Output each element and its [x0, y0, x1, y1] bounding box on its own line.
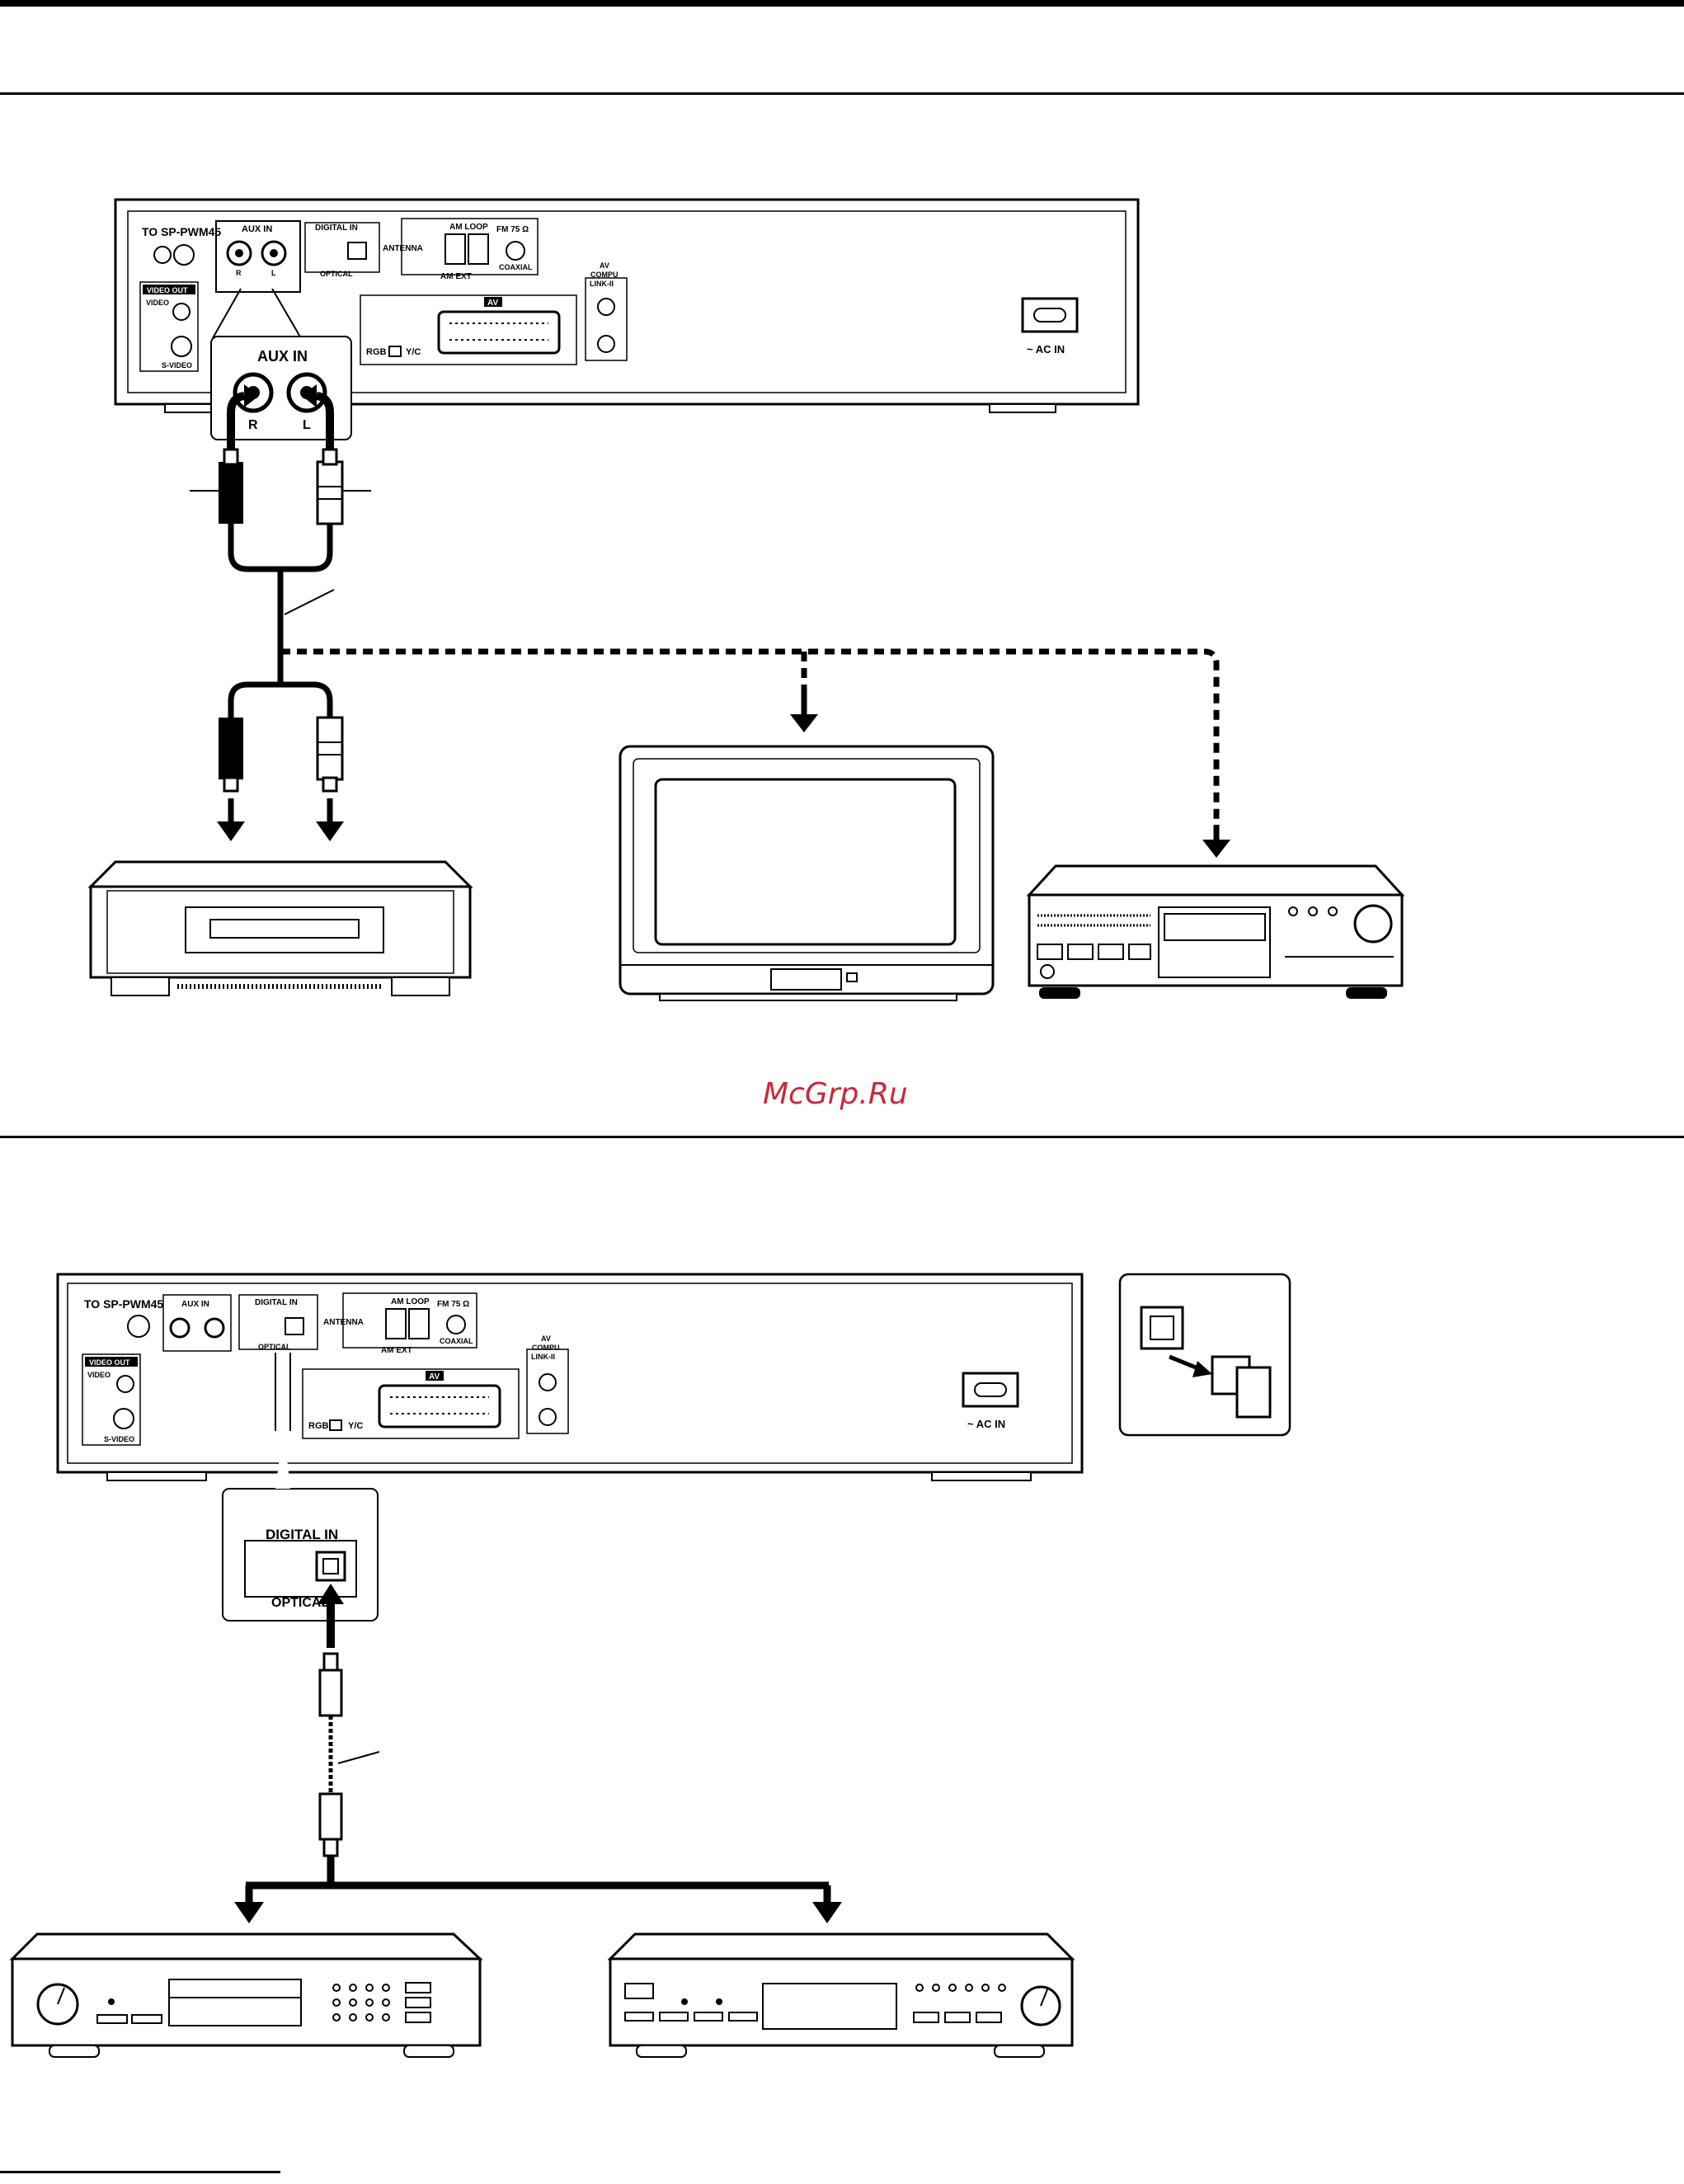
footnote-rule: [0, 2171, 280, 2173]
aux-l-small: L: [271, 269, 276, 277]
aux-r-jack-b[interactable]: [169, 1317, 191, 1339]
yc-label: Y/C: [406, 347, 421, 357]
aux-in-callout: AUX IN R L: [210, 288, 352, 440]
digital-in-label-b: DIGITAL IN: [255, 1298, 298, 1307]
to-sp-label: TO SP-PWM45: [142, 225, 221, 238]
scart-connector-b[interactable]: [378, 1384, 501, 1429]
av-compu-jack-2[interactable]: [597, 335, 615, 353]
top-rule: [0, 0, 1684, 7]
antenna-label: ANTENNA: [383, 244, 423, 253]
s-video-jack[interactable]: [171, 336, 192, 357]
optical-label-b: OPTICAL: [258, 1343, 291, 1351]
callout-aux-title: AUX IN: [257, 348, 308, 365]
video-label-b: VIDEO: [87, 1371, 111, 1379]
av-compu-link-b: LINK-II: [531, 1353, 555, 1361]
right-digital-device: [607, 1932, 1075, 2058]
optical-port-b[interactable]: [285, 1317, 304, 1335]
callout-aux-r: R: [248, 418, 258, 432]
optical-label: OPTICAL: [320, 270, 353, 278]
video-label: VIDEO: [146, 299, 169, 307]
fm-coaxial-jack-b[interactable]: [446, 1315, 466, 1334]
aux-plug-arrows: [227, 392, 334, 450]
av-label: AV: [487, 299, 498, 308]
s-video-label: S-VIDEO: [162, 361, 192, 369]
fm-label: FM 75 Ω: [496, 225, 529, 234]
left-digital-device: [9, 1932, 483, 2058]
dotted-route: [280, 648, 1220, 825]
am-loop-label: AM LOOP: [449, 223, 488, 232]
callout-digital-optical: OPTICAL: [271, 1596, 329, 1610]
rca-cable-upper: [190, 448, 371, 718]
aux-l-jack-b[interactable]: [204, 1317, 225, 1339]
dust-cap-inset: [1118, 1273, 1291, 1437]
digital-in-callout: DIGITAL IN OPTICAL: [222, 1353, 379, 1622]
s-video-jack-b[interactable]: [113, 1408, 134, 1429]
video-jack-b[interactable]: [116, 1375, 134, 1393]
av-compu-jack-1[interactable]: [597, 298, 615, 316]
s-video-label-b: S-VIDEO: [104, 1435, 134, 1443]
digital-in-label: DIGITAL IN: [315, 224, 358, 233]
av-compu-av: AV: [600, 261, 609, 270]
ac-in-label: ~ AC IN: [1027, 343, 1065, 355]
section-rule-2: [0, 1136, 1684, 1138]
optical-port[interactable]: [347, 242, 367, 260]
aux-l-jack[interactable]: [261, 240, 287, 266]
fm-label-b: FM 75 Ω: [437, 1300, 469, 1309]
av-label-b: AV: [429, 1372, 440, 1381]
to-sp-label-b: TO SP-PWM45: [84, 1297, 163, 1311]
optical-cable: [234, 1584, 842, 1923]
left-audio-device: [87, 860, 473, 996]
yc-label-b: Y/C: [348, 1421, 363, 1431]
watermark: McGrp.Ru: [763, 1077, 908, 1111]
av-compu-link: LINK-II: [590, 280, 614, 288]
av-compu-jack-1-b[interactable]: [539, 1373, 557, 1391]
aux-r-small: R: [236, 269, 242, 277]
av-compu-compu: COMPU: [590, 271, 619, 279]
ac-in-socket[interactable]: [1021, 297, 1079, 333]
scart-connector[interactable]: [437, 310, 561, 355]
am-loop-label-b: AM LOOP: [391, 1297, 430, 1306]
aux-in-label: AUX IN: [242, 224, 272, 234]
aux-in-label-b: AUX IN: [181, 1300, 209, 1309]
am-ext-label-b: AM EXT: [381, 1346, 412, 1355]
av-compu-compu-b: COMPU: [532, 1344, 560, 1352]
television: [619, 745, 995, 1001]
callout-digital-title: DIGITAL IN: [266, 1527, 338, 1542]
cassette-deck: [1026, 864, 1405, 999]
aux-r-jack[interactable]: [226, 240, 252, 266]
section-rule-1: [0, 92, 1684, 95]
main-unit-rear-panel-bottom: TO SP-PWM45 AUX IN DIGITAL IN OPTICAL AN…: [56, 1273, 1084, 1481]
rgb-label: RGB: [366, 347, 387, 357]
ac-in-socket-b[interactable]: [962, 1372, 1019, 1408]
av-compu-jack-2-b[interactable]: [539, 1408, 557, 1426]
av-compu-av-b: AV: [541, 1334, 551, 1343]
coaxial-label: COAXIAL: [499, 263, 533, 271]
ac-in-label-b: ~ AC IN: [967, 1418, 1005, 1430]
callout-aux-l: L: [303, 418, 311, 432]
video-jack[interactable]: [172, 303, 191, 321]
am-ext-label: AM EXT: [440, 272, 472, 281]
rca-cable-lower: [217, 716, 344, 841]
fm-coaxial-jack[interactable]: [506, 241, 525, 261]
video-out-label: VIDEO OUT: [147, 286, 188, 294]
coaxial-label-b: COAXIAL: [440, 1337, 473, 1345]
rgb-label-b: RGB: [308, 1421, 329, 1431]
video-out-label-b: VIDEO OUT: [89, 1358, 130, 1367]
